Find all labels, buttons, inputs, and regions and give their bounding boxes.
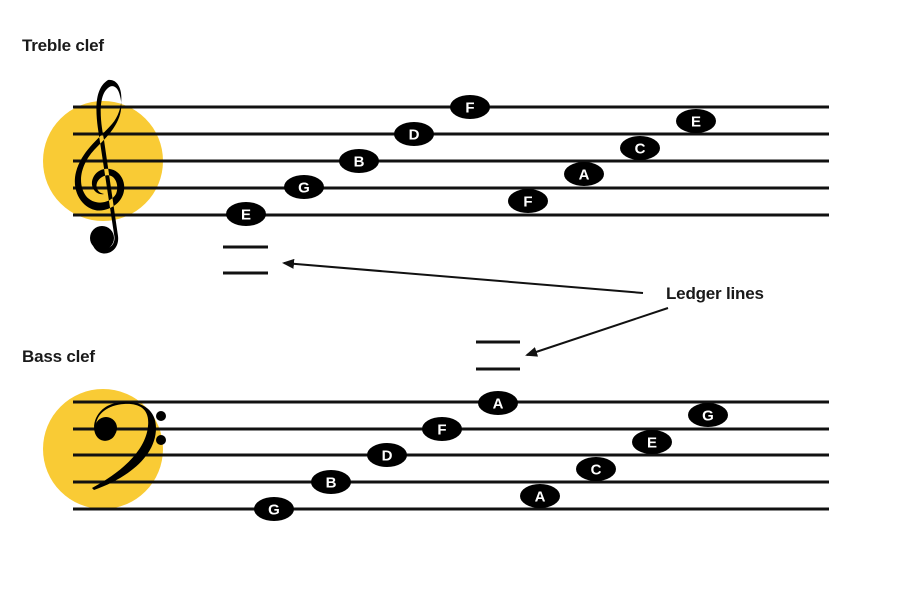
treble-staff: E G B D F F A C E — [43, 79, 829, 275]
arrow-to-treble-ledger — [282, 258, 644, 294]
svg-text:F: F — [465, 100, 474, 117]
svg-text:E: E — [691, 114, 701, 131]
treble-ledger-lines — [223, 245, 268, 275]
ledger-arrows — [282, 258, 669, 357]
note-treble-line-5: F — [450, 95, 490, 119]
note-bass-space-3: E — [632, 430, 672, 454]
svg-text:B: B — [326, 475, 337, 492]
svg-text:C: C — [635, 141, 646, 158]
treble-clef-title: Treble clef — [22, 36, 104, 55]
note-bass-space-1: A — [520, 484, 560, 508]
note-bass-line-1: G — [254, 497, 294, 521]
ledger-lines-label: Ledger lines — [666, 284, 764, 303]
svg-text:D: D — [382, 448, 393, 465]
bass-space-notes: A C E G — [520, 403, 728, 508]
bass-ledger-lines — [476, 340, 520, 371]
svg-text:B: B — [354, 154, 365, 171]
note-treble-line-3: B — [339, 149, 379, 173]
svg-text:A: A — [535, 489, 546, 506]
svg-text:C: C — [591, 462, 602, 479]
treble-clef-icon — [74, 79, 125, 254]
note-bass-line-5: A — [478, 391, 518, 415]
treble-line-notes: E G B D F — [226, 95, 490, 226]
note-treble-space-1: F — [508, 189, 548, 213]
treble-space-notes: F A C E — [508, 109, 716, 213]
note-bass-space-4: G — [688, 403, 728, 427]
note-treble-space-3: C — [620, 136, 660, 160]
svg-text:F: F — [523, 194, 532, 211]
note-treble-space-4: E — [676, 109, 716, 133]
svg-text:D: D — [409, 127, 420, 144]
svg-text:A: A — [579, 167, 590, 184]
note-treble-space-2: A — [564, 162, 604, 186]
bass-staff: G B D F A A C E G — [43, 340, 829, 521]
svg-text:G: G — [702, 408, 714, 425]
note-bass-space-2: C — [576, 457, 616, 481]
note-bass-line-3: D — [367, 443, 407, 467]
bass-line-notes: G B D F A — [254, 391, 518, 521]
svg-text:A: A — [493, 396, 504, 413]
note-treble-line-1: E — [226, 202, 266, 226]
svg-text:F: F — [437, 422, 446, 439]
svg-text:E: E — [241, 207, 251, 224]
note-bass-line-4: F — [422, 417, 462, 441]
svg-text:E: E — [647, 435, 657, 452]
svg-text:G: G — [298, 180, 310, 197]
note-bass-line-2: B — [311, 470, 351, 494]
bass-clef-title: Bass clef — [22, 347, 95, 366]
bass-clef-icon — [92, 401, 166, 490]
arrow-to-bass-ledger — [525, 307, 669, 357]
note-treble-line-2: G — [284, 175, 324, 199]
bass-highlight-circle — [43, 389, 163, 509]
treble-staff-lines — [73, 105, 829, 217]
note-treble-line-4: D — [394, 122, 434, 146]
svg-text:G: G — [268, 502, 280, 519]
